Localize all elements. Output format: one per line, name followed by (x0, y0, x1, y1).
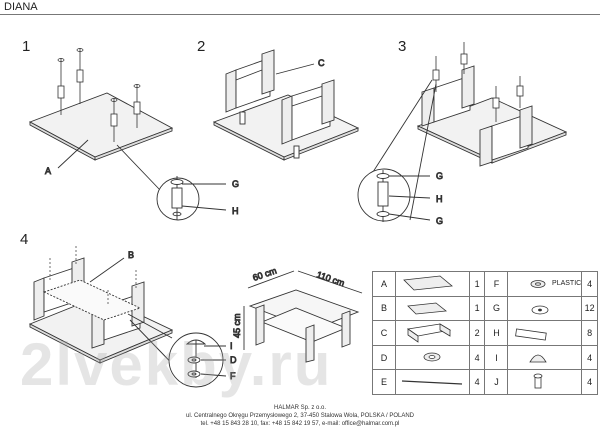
part-quantity: 4 (468, 344, 486, 371)
part-letter: E (372, 369, 396, 395)
part-picture (394, 369, 470, 395)
callout-line-a (57, 139, 89, 169)
part-picture (394, 344, 470, 371)
watermark-text: 2lvekby.ru (20, 331, 333, 398)
footer-company: HALMAR Sp. z o.o. (273, 405, 327, 411)
label-g: G (232, 179, 239, 189)
dim-line-width (247, 270, 295, 289)
footer-contact: tel. +48 15 843 28 10, fax: +48 15 842 1… (200, 421, 400, 427)
part-picture (507, 295, 583, 322)
part-letter: F (484, 271, 509, 297)
dim-line-length (297, 270, 363, 294)
label-h-mid: H (436, 194, 443, 204)
part-picture (394, 271, 470, 297)
part-letter: D (372, 344, 396, 371)
label-b: B (128, 250, 134, 260)
label-d: D (230, 355, 237, 365)
part-quantity: 2 (468, 320, 486, 346)
step-number-1: 1 (22, 38, 31, 55)
part-letter: J (484, 369, 509, 395)
zoom-line-3a (363, 79, 433, 187)
part-quantity: 4 (581, 344, 598, 371)
step3-bolts (432, 42, 524, 122)
step2-legs-on-top (212, 49, 360, 161)
part-quantity: 4 (581, 271, 598, 297)
label-g-lower: G (436, 216, 443, 226)
step1-detail-fitting (170, 176, 184, 220)
zoom-line (116, 144, 161, 191)
label-f: F (230, 371, 236, 381)
dim-label-width: 60 cm (251, 265, 277, 282)
dim-label-height: 45 cm (232, 313, 242, 338)
part-letter: C (372, 320, 396, 346)
label-a: A (45, 166, 51, 176)
callout-line-g3 (388, 213, 431, 221)
part-quantity: 8 (581, 320, 598, 346)
label-c: C (318, 58, 325, 68)
callout-line-b (89, 257, 125, 283)
callout-line-h1 (181, 205, 227, 211)
callout-line-h2 (388, 195, 431, 199)
part-letter: A (372, 271, 396, 297)
footer-address: ul. Centralnego Okręgu Przemysłowego 2, … (185, 413, 414, 419)
step-number-2: 2 (197, 38, 206, 55)
part-picture (507, 344, 583, 371)
step-number-4: 4 (20, 231, 29, 248)
part-letter: G (484, 295, 509, 322)
label-g-upper: G (436, 171, 443, 181)
step-number-3: 3 (398, 38, 407, 55)
step2-leg-right (281, 79, 335, 145)
step1-glass-top-with-fittings (28, 48, 227, 221)
part-picture: PLASTIC (507, 271, 583, 297)
callout-line-f (200, 373, 227, 377)
part-picture (507, 369, 583, 395)
label-h: H (232, 206, 239, 216)
step4-detail-fitting (185, 339, 207, 378)
part-quantity: 4 (468, 369, 486, 395)
step2-leg-left (225, 49, 275, 113)
part-letter: I (484, 344, 509, 371)
footer: HALMAR Sp. z o.o. ul. Centralnego Okręgu… (0, 404, 600, 428)
step1-bolts (57, 48, 141, 142)
part-quantity: 1 (468, 295, 486, 322)
part-quantity: 4 (581, 369, 598, 395)
step3-detail-fitting (376, 170, 390, 222)
step4-shelf-install (28, 246, 227, 388)
part-picture (394, 295, 470, 322)
part-letter: H (484, 320, 509, 346)
dimension-drawing (243, 270, 363, 363)
part-picture (507, 320, 583, 346)
part-quantity: 1 (468, 271, 486, 297)
part-picture (394, 320, 470, 346)
step3-legs-bolted (357, 42, 568, 222)
callout-line-c (275, 63, 315, 75)
document-title: DIANA (4, 1, 38, 13)
dim-label-length: 110 cm (315, 269, 346, 288)
part-quantity: 12 (581, 295, 598, 322)
part-letter: B (372, 295, 396, 322)
header-divider (0, 14, 600, 15)
zoom-line-4a (127, 313, 173, 339)
label-i: I (230, 341, 233, 351)
